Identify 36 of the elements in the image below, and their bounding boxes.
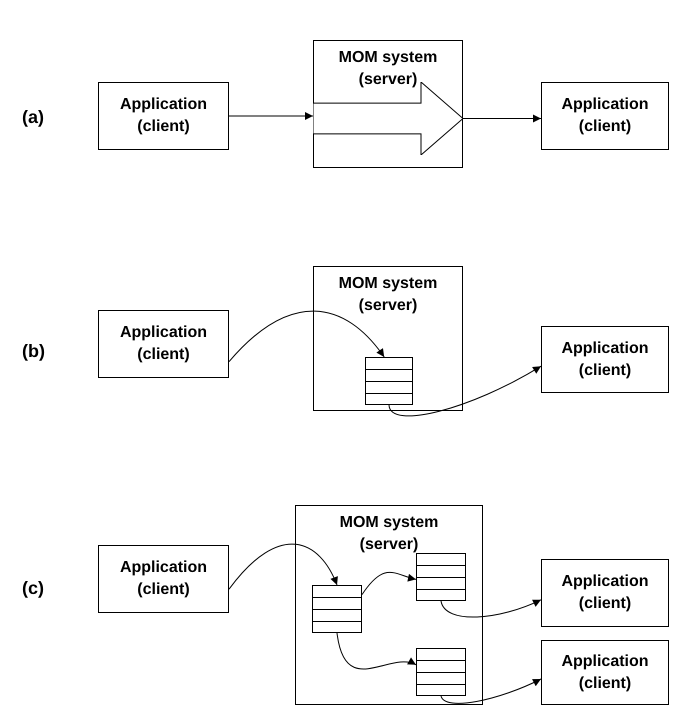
box-label: MOM system (server)	[338, 513, 440, 555]
panel-label: (c)	[22, 578, 44, 599]
application-box	[98, 545, 229, 613]
panel-label: (b)	[22, 341, 45, 362]
application-box	[541, 326, 669, 393]
message-queue-drawing	[416, 553, 466, 601]
arrow	[228, 310, 385, 362]
application-box	[541, 640, 669, 705]
server-box	[313, 266, 463, 411]
arrow	[362, 572, 416, 596]
box-label: Application (client)	[560, 338, 650, 380]
arrow	[440, 599, 542, 618]
arrow	[228, 544, 338, 590]
arrow	[440, 678, 542, 704]
message-queue-drawing	[416, 648, 466, 696]
server-box	[295, 505, 483, 705]
server-box	[313, 40, 463, 168]
box-label: Application (client)	[560, 572, 650, 614]
box-label: Application (client)	[118, 95, 208, 137]
arrow	[462, 114, 542, 122]
message-queue-drawing	[365, 357, 413, 405]
arrow	[388, 366, 542, 416]
application-box	[98, 310, 229, 378]
panel-label: (a)	[22, 107, 44, 128]
application-box	[98, 82, 229, 150]
box-label: Application (client)	[118, 323, 208, 365]
message-queue-drawing	[312, 585, 362, 633]
box-label: MOM system (server)	[338, 274, 438, 316]
application-box	[541, 82, 669, 150]
box-label: MOM system (server)	[338, 48, 438, 90]
arrow	[228, 112, 314, 120]
arrow	[336, 632, 416, 670]
application-box	[541, 559, 669, 627]
box-label: Application (client)	[118, 558, 208, 600]
box-label: Application (client)	[560, 652, 650, 694]
box-label: Application (client)	[560, 95, 650, 137]
